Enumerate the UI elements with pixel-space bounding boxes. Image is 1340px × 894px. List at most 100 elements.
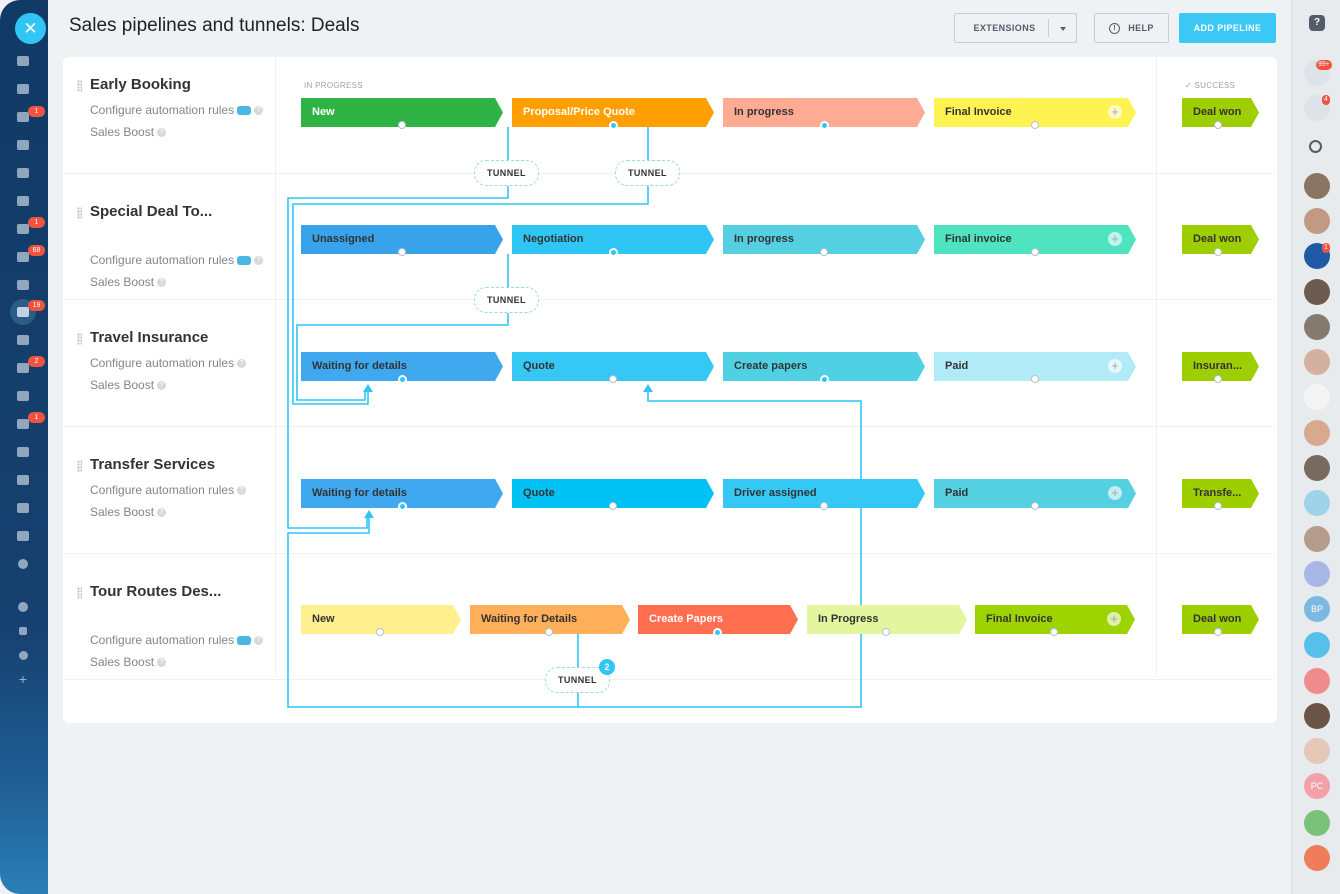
avatar[interactable]	[1304, 561, 1330, 587]
connector-dot[interactable]	[398, 248, 406, 256]
avatar[interactable]	[1304, 384, 1330, 410]
hint-icon[interactable]: ?	[237, 486, 247, 496]
crm-icon[interactable]	[14, 303, 32, 321]
groups-icon[interactable]	[14, 192, 32, 210]
tunnel-connector-dot[interactable]	[609, 121, 618, 130]
pipeline-name[interactable]: Special Deal To...	[90, 203, 213, 220]
add-pipeline-button[interactable]: ADD PIPELINE	[1179, 13, 1276, 43]
connector-dot[interactable]	[1031, 502, 1039, 510]
avatar[interactable]	[1304, 668, 1330, 694]
avatar[interactable]	[1304, 208, 1330, 234]
hint-icon[interactable]: ?	[254, 256, 264, 266]
tunnel-badge[interactable]: TUNNEL	[615, 160, 680, 186]
pipeline-name[interactable]: Transfer Services	[90, 456, 216, 473]
connector-dot[interactable]	[1031, 248, 1039, 256]
stage-waiting-for-details[interactable]: Waiting for details	[301, 352, 503, 381]
chevron-down-icon[interactable]	[1060, 27, 1066, 31]
help-button[interactable]: ! HELP	[1094, 13, 1169, 43]
avatar[interactable]	[1304, 349, 1330, 375]
add-stage-icon[interactable]: +	[1108, 359, 1122, 373]
connector-dot[interactable]	[1214, 628, 1222, 636]
avatar[interactable]	[1304, 526, 1330, 552]
avatar[interactable]	[1304, 632, 1330, 658]
add-stage-icon[interactable]: +	[1108, 232, 1122, 246]
hint-icon[interactable]: ?	[157, 128, 167, 138]
automation-label[interactable]: Configure automation rules	[90, 633, 235, 647]
chat-icon[interactable]	[14, 108, 32, 126]
tunnel-connector-dot[interactable]	[820, 121, 829, 130]
contacts-icon[interactable]	[14, 276, 32, 294]
sales-boost-label[interactable]: Sales Boost	[90, 125, 155, 139]
hint-icon[interactable]: ?	[157, 278, 167, 288]
stage-driver-assigned[interactable]: Driver assigned	[723, 479, 925, 508]
help-question-icon[interactable]: ?	[1309, 15, 1325, 31]
hint-icon[interactable]: ?	[237, 359, 247, 369]
automation-link[interactable]: Configure automation rules?	[90, 103, 264, 117]
avatar[interactable]	[1304, 420, 1330, 446]
search-icon[interactable]	[1309, 140, 1322, 153]
drive-icon[interactable]	[14, 136, 32, 154]
connector-dot[interactable]	[820, 502, 828, 510]
connector-dot[interactable]	[545, 628, 553, 636]
drag-handle-icon[interactable]	[77, 587, 82, 599]
hint-icon[interactable]: ?	[157, 381, 167, 391]
target-icon[interactable]	[14, 331, 32, 349]
connector-dot[interactable]	[1050, 628, 1058, 636]
automation-label[interactable]: Configure automation rules	[90, 103, 235, 117]
connector-dot[interactable]	[1031, 121, 1039, 129]
avatar[interactable]	[1304, 314, 1330, 340]
calendar-icon[interactable]	[1304, 845, 1330, 871]
sales-boost-link[interactable]: Sales Boost?	[90, 275, 167, 289]
automation-label[interactable]: Configure automation rules	[90, 253, 235, 267]
sales-boost-link[interactable]: Sales Boost?	[90, 505, 167, 519]
tunnel-connector-dot[interactable]	[713, 628, 722, 637]
extensions-button[interactable]: EXTENSIONS	[954, 13, 1077, 43]
feed-icon[interactable]	[14, 80, 32, 98]
drag-handle-icon[interactable]	[77, 80, 82, 92]
automation-label[interactable]: Configure automation rules	[90, 483, 235, 497]
close-icon[interactable]: ✕	[15, 13, 46, 44]
avatar-pc[interactable]: PC	[1304, 773, 1330, 799]
sales-boost-label[interactable]: Sales Boost	[90, 275, 155, 289]
cart-icon[interactable]	[14, 471, 32, 489]
sales-boost-link[interactable]: Sales Boost?	[90, 378, 167, 392]
connector-dot[interactable]	[1031, 375, 1039, 383]
automation-link[interactable]: Configure automation rules?	[90, 633, 264, 647]
add-stage-icon[interactable]: +	[1108, 486, 1122, 500]
docs-icon[interactable]	[14, 164, 32, 182]
help-circle-icon[interactable]	[14, 598, 32, 616]
stage-paid[interactable]: Paid	[934, 479, 1136, 508]
add-stage-icon[interactable]: +	[1108, 105, 1122, 119]
sales-boost-link[interactable]: Sales Boost?	[90, 655, 167, 669]
avatar[interactable]	[1304, 490, 1330, 516]
hint-icon[interactable]: ?	[157, 508, 167, 518]
mail-icon[interactable]	[14, 359, 32, 377]
drag-handle-icon[interactable]	[77, 460, 82, 472]
sales-boost-label[interactable]: Sales Boost	[90, 378, 155, 392]
sign-icon[interactable]	[14, 527, 32, 545]
drag-handle-icon[interactable]	[77, 207, 82, 219]
sales-boost-link[interactable]: Sales Boost?	[90, 125, 167, 139]
connector-dot[interactable]	[609, 375, 617, 383]
hint-icon[interactable]: ?	[254, 636, 264, 646]
pipeline-name[interactable]: Tour Routes Des...	[90, 583, 222, 600]
hint-icon[interactable]: ?	[157, 658, 167, 668]
add-plus-icon[interactable]: +	[18, 671, 28, 687]
avatar[interactable]	[1304, 738, 1330, 764]
tunnel-connector-dot[interactable]	[820, 375, 829, 384]
tunnel-connector-dot[interactable]	[398, 375, 407, 384]
inbox-icon[interactable]	[14, 415, 32, 433]
automation-link[interactable]: Configure automation rules?	[90, 253, 264, 267]
hint-icon[interactable]: ?	[254, 106, 264, 116]
calendar-icon[interactable]	[1304, 810, 1330, 836]
connector-dot[interactable]	[1214, 375, 1222, 383]
add-stage-icon[interactable]: +	[1107, 612, 1121, 626]
sliders-icon[interactable]	[14, 443, 32, 461]
automation-label[interactable]: Configure automation rules	[90, 356, 235, 370]
deals-icon[interactable]	[14, 52, 32, 70]
tunnel-connector-dot[interactable]	[609, 248, 618, 257]
connector-dot[interactable]	[398, 121, 406, 129]
structure-icon[interactable]	[14, 622, 32, 640]
connector-dot[interactable]	[1214, 121, 1222, 129]
settings-gear-icon[interactable]	[14, 646, 32, 664]
